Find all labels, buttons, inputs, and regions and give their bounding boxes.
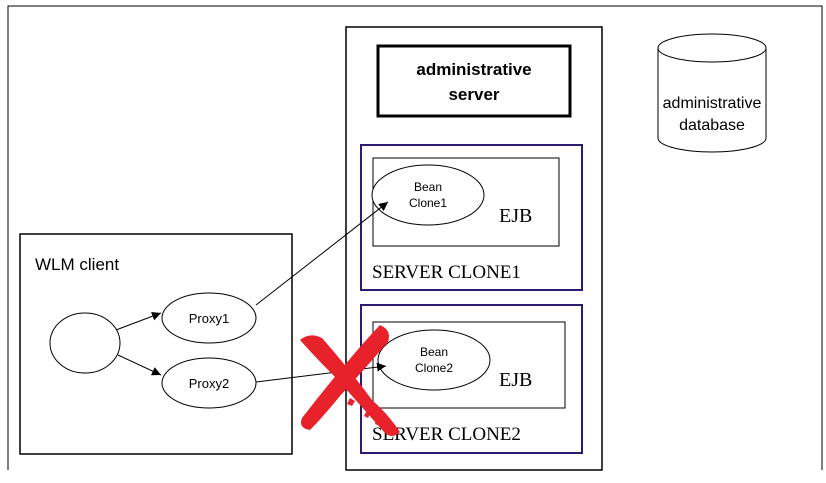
client-object-node bbox=[49, 312, 121, 374]
failure-x-mark bbox=[300, 325, 400, 436]
admin-database-label-line1: administrative bbox=[663, 95, 762, 112]
arrow-client-to-proxy1 bbox=[115, 311, 162, 331]
proxy1-node bbox=[161, 292, 257, 344]
ejb-label-2: EJB bbox=[499, 369, 532, 391]
bean-clone1-label-line1: Bean bbox=[414, 180, 442, 194]
bean-clone2-label-line2: Clone2 bbox=[415, 361, 453, 375]
bean-clone1-node bbox=[371, 164, 485, 226]
proxy2-label: Proxy2 bbox=[189, 376, 229, 391]
admin-database-cylinder bbox=[657, 33, 767, 153]
server-clone1-label: SERVER CLONE1 bbox=[372, 262, 521, 283]
admin-server-box bbox=[376, 44, 572, 118]
admin-server-label-line2: server bbox=[448, 85, 499, 104]
ejb-label-1: EJB bbox=[499, 205, 532, 227]
proxy1-label: Proxy1 bbox=[189, 311, 229, 326]
admin-server-label-line1: administrative bbox=[416, 60, 531, 79]
wlm-client-label: WLM client bbox=[35, 255, 119, 274]
admin-database-label-line2: database bbox=[679, 117, 745, 134]
bean-clone1-label-line2: Clone1 bbox=[409, 196, 447, 210]
arrow-client-to-proxy2 bbox=[117, 354, 162, 376]
outer-frame bbox=[7, 5, 823, 470]
arrow-proxy1-to-bean-clone1 bbox=[255, 201, 389, 306]
bean-clone2-label-line1: Bean bbox=[420, 345, 448, 359]
bean-clone2-node bbox=[377, 329, 491, 391]
server-clone2-label: SERVER CLONE2 bbox=[372, 424, 521, 445]
proxy2-node bbox=[161, 357, 257, 409]
